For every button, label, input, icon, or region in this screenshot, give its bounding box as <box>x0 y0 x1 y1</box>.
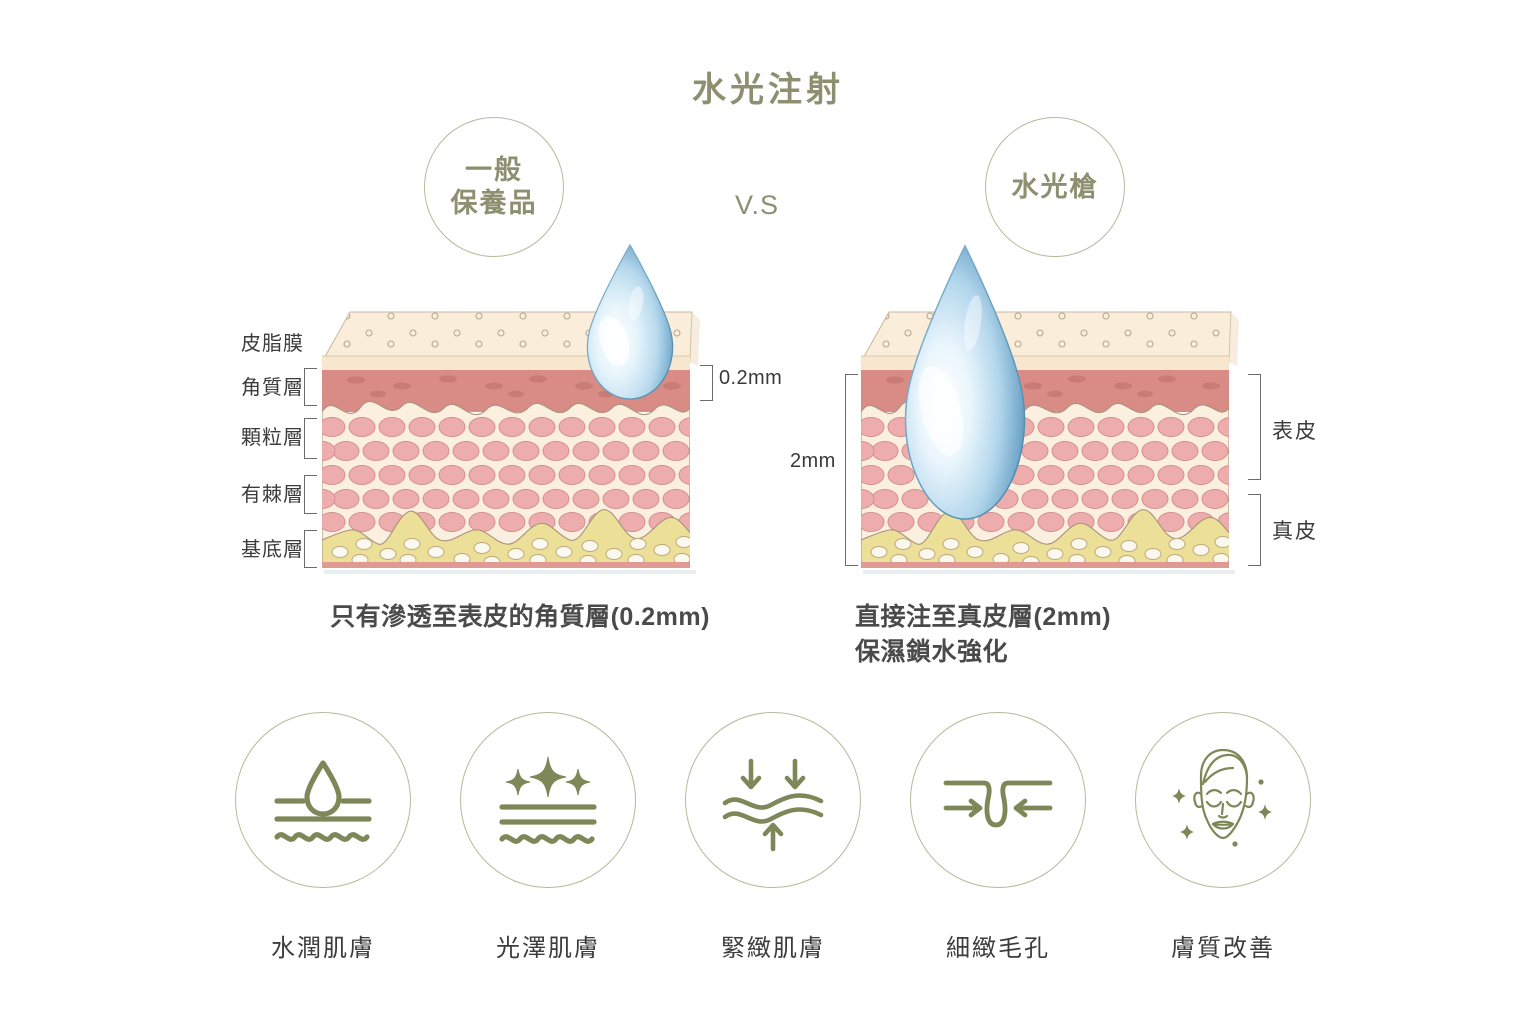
page-title: 水光注射 <box>692 71 844 109</box>
vs-label: V.S <box>735 190 780 220</box>
bracket-basal <box>304 530 317 568</box>
benefit-circle-radiance[interactable] <box>460 712 636 888</box>
benefits-row: 水潤肌膚 光澤肌膚 <box>228 712 1318 972</box>
bracket-depth-2mm <box>845 374 858 566</box>
benefit-label: 緊緻肌膚 <box>721 935 825 962</box>
layer-label-granular: 顆粒層 <box>241 427 304 449</box>
benefit-item: 水潤肌膚 <box>228 712 418 972</box>
layer-label-horny: 角質層 <box>241 377 304 399</box>
bracket-dermis <box>1248 494 1261 566</box>
glowing-face-icon <box>1172 748 1272 847</box>
benefit-circle-skin-texture[interactable] <box>1135 712 1311 888</box>
badge-circle-ordinary-skincare: 一般 保養品 <box>424 117 564 257</box>
badge-line-1: 水光槍 <box>1011 171 1099 202</box>
badge-line-1: 一般 <box>465 155 523 186</box>
caption-left-line-1: 只有滲透至表皮的角質層(0.2mm) <box>330 603 710 631</box>
depth-label-right: 2mm <box>790 450 836 472</box>
firming-arrows-icon <box>722 758 824 852</box>
bracket-granular <box>304 418 317 459</box>
bracket-epidermis <box>1248 374 1261 480</box>
badge-circle-water-light-gun: 水光槍 <box>985 117 1125 257</box>
caption-right-line-1: 直接注至真皮層(2mm) <box>855 603 1112 631</box>
side-label-epidermis: 表皮 <box>1272 420 1318 443</box>
caption-right-line-2: 保濕鎖水強化 <box>855 637 1009 666</box>
benefit-circle-firming[interactable] <box>685 712 861 888</box>
benefit-item: 光澤肌膚 <box>453 712 643 972</box>
bracket-horny <box>304 368 317 406</box>
pore-arrows-icon <box>943 780 1053 828</box>
caption-left: 只有滲透至表皮的角質層(0.2mm) <box>240 600 800 635</box>
benefit-label: 細緻毛孔 <box>946 935 1050 962</box>
layer-label-sebum-film: 皮脂膜 <box>241 333 304 355</box>
benefit-item: 緊緻肌膚 <box>678 712 868 972</box>
bracket-depth-02mm <box>700 365 713 401</box>
badge-line-2: 保養品 <box>450 188 538 218</box>
benefit-circle-hydration[interactable] <box>235 712 411 888</box>
layer-label-basal: 基底層 <box>241 539 304 561</box>
sparkles-waves-icon <box>499 756 597 844</box>
caption-right: 直接注至真皮層(2mm) 保濕鎖水強化 <box>855 600 1255 669</box>
side-label-dermis: 真皮 <box>1272 520 1318 543</box>
droplet-svg <box>586 243 674 400</box>
water-droplet-small <box>574 243 686 403</box>
bracket-spinous <box>304 475 317 514</box>
water-droplet-large <box>891 243 1039 525</box>
droplet-svg <box>904 244 1026 520</box>
benefit-label: 水潤肌膚 <box>271 935 375 962</box>
water-drop-waves-icon <box>274 760 372 842</box>
depth-label-left: 0.2mm <box>719 367 783 389</box>
benefit-label: 光澤肌膚 <box>496 935 600 962</box>
layer-label-spinous: 有棘層 <box>241 484 304 506</box>
benefit-label: 膚質改善 <box>1171 935 1275 962</box>
benefit-item: 細緻毛孔 <box>903 712 1093 972</box>
benefit-item: 膚質改善 <box>1128 712 1318 972</box>
benefit-circle-pores[interactable] <box>910 712 1086 888</box>
